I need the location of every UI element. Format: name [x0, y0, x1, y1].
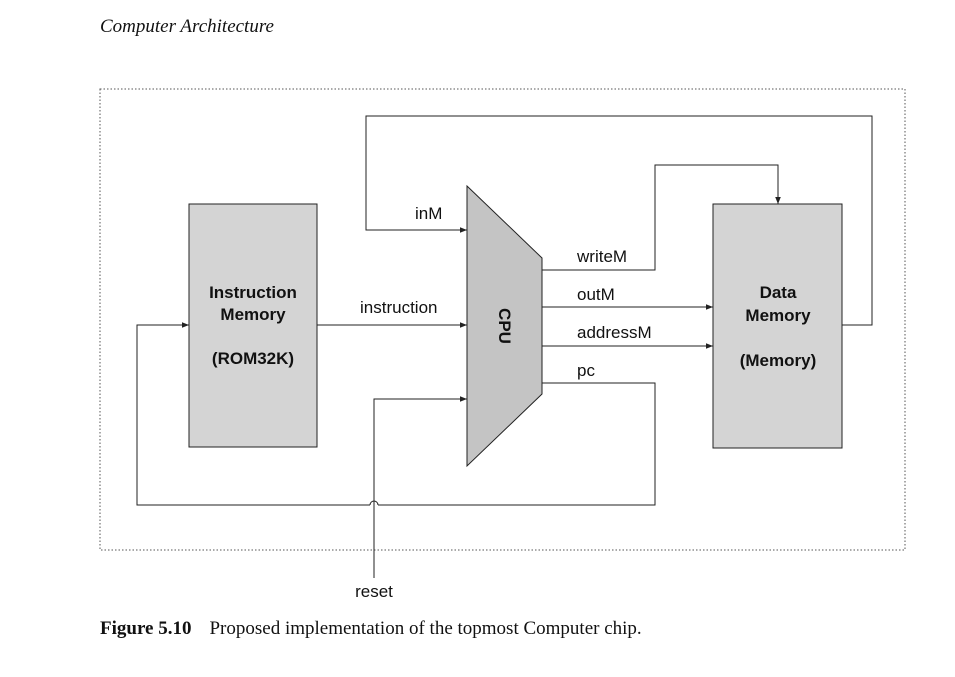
pc-wire: [378, 382, 656, 506]
data-memory-label-line3: (Memory): [740, 351, 817, 370]
instruction-memory-label-line2: Memory: [220, 305, 286, 324]
pc-wire-return: [136, 322, 370, 506]
figure-caption-text: Proposed implementation of the topmost C…: [209, 618, 642, 639]
pc-label: pc: [577, 361, 595, 380]
outM-label: outM: [577, 285, 615, 304]
cpu-label: CPU: [495, 308, 514, 344]
cpu-block: CPU: [466, 184, 543, 468]
instruction-memory-block: Instruction Memory (ROM32K): [188, 203, 318, 448]
figure-caption: Figure 5.10 Proposed implementation of th…: [100, 618, 642, 640]
writeM-wire: [542, 164, 781, 271]
instruction-label: instruction: [360, 298, 437, 317]
inM-label: inM: [415, 204, 442, 223]
data-memory-label-line1: Data: [760, 283, 797, 302]
figure-number: Figure 5.10: [100, 618, 192, 639]
addressM-label: addressM: [577, 323, 652, 342]
data-memory-block: Data Memory (Memory): [712, 203, 843, 449]
instruction-memory-label-line1: Instruction: [209, 283, 297, 302]
inM-wire: [365, 115, 873, 326]
instruction-memory-label-line3: (ROM32K): [212, 349, 294, 368]
data-memory-label-line2: Memory: [745, 306, 811, 325]
computer-chip-boundary: [99, 88, 906, 551]
writeM-label: writeM: [576, 247, 627, 266]
page-header: Computer Architecture: [100, 16, 274, 37]
reset-label: reset: [355, 582, 393, 601]
reset-wire: [373, 396, 467, 578]
